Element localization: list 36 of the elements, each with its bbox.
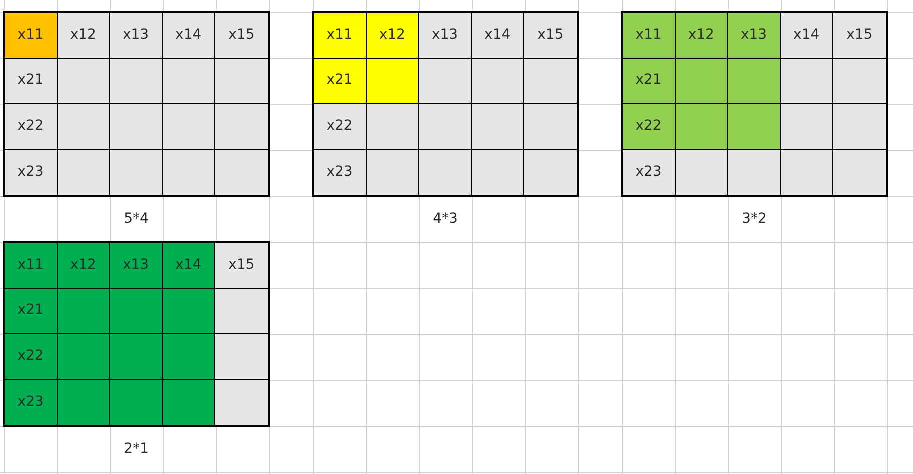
variable-label: x13	[740, 26, 768, 44]
variable-label: x13	[122, 256, 150, 274]
variable-label: x22	[18, 118, 44, 135]
variable-label: x11	[18, 26, 44, 44]
variable-label: x15	[846, 26, 873, 44]
variable-label: x13	[432, 26, 458, 44]
variable-label: x23	[18, 394, 44, 411]
variable-label: x23	[636, 164, 662, 181]
variable-label: x22	[326, 118, 353, 135]
variable-label: x15	[538, 26, 564, 44]
variable-label: x21	[326, 72, 353, 90]
variable-label: x12	[70, 26, 96, 44]
grid-size-label: 5*4	[124, 210, 149, 228]
grid-size-label: 4*3	[433, 210, 458, 228]
variable-label: x14	[176, 26, 202, 44]
variable-label: x13	[122, 26, 150, 44]
variable-label: x21	[18, 72, 44, 90]
variable-label: x23	[18, 164, 44, 181]
variable-label: x22	[18, 348, 44, 365]
grid-size-label: 3*2	[742, 210, 767, 228]
variable-label: x11	[636, 26, 662, 44]
variable-label: x12	[688, 26, 714, 44]
variable-label: x12	[70, 256, 96, 274]
variable-label: x15	[228, 26, 255, 44]
variable-label: x23	[326, 164, 353, 181]
variable-label: x11	[326, 26, 353, 44]
variable-label: x11	[18, 256, 44, 274]
variable-label: x14	[484, 26, 511, 44]
variable-label: x14	[794, 26, 820, 44]
variable-label: x21	[18, 302, 44, 320]
variable-label: x12	[379, 26, 406, 44]
variable-label: x21	[636, 72, 662, 90]
variable-label: x15	[228, 256, 255, 274]
grid-size-label: 2*1	[124, 440, 149, 458]
variable-label: x22	[636, 118, 662, 135]
variable-label: x14	[176, 256, 202, 274]
